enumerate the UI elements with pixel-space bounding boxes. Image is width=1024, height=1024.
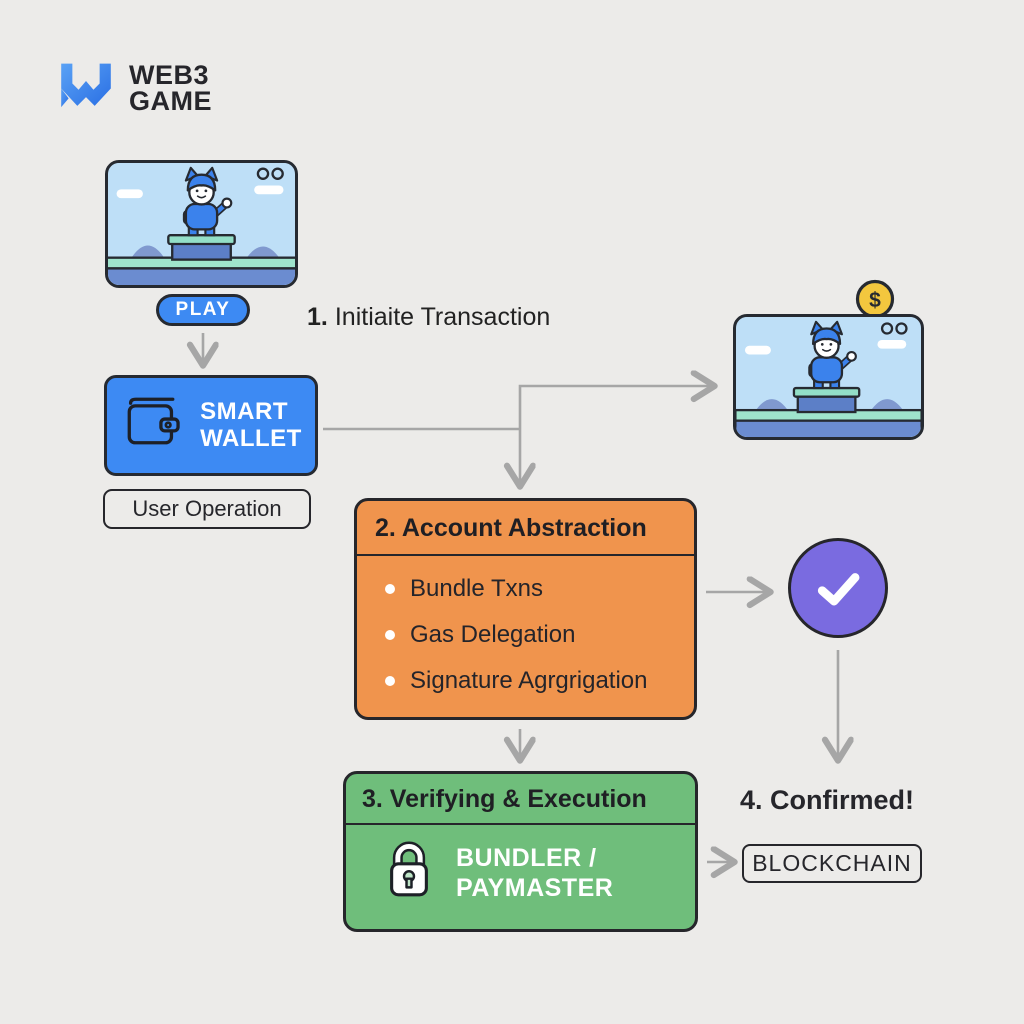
cloud-right <box>254 185 284 195</box>
window-dot-2 <box>895 322 908 335</box>
wallet-label: SMART WALLET <box>200 397 302 453</box>
svg-text:$: $ <box>869 289 881 312</box>
step2-title: 2. Account Abstraction <box>357 501 694 556</box>
bullet-label: Bundle Txns <box>410 575 543 602</box>
account-abstraction-box: 2. Account Abstraction Bundle Txns Gas D… <box>354 498 697 720</box>
list-item: Bundle Txns <box>385 566 676 612</box>
wallet-line2: WALLET <box>200 424 302 452</box>
step3-line2: PAYMASTER <box>456 873 614 902</box>
coin-icon: $ <box>855 279 895 319</box>
hill-right <box>869 399 905 413</box>
bundler-paymaster-label: BUNDLER / PAYMASTER <box>456 843 613 903</box>
step1-number: 1. <box>307 303 328 331</box>
user-operation-tag: User Operation <box>103 489 311 529</box>
window-dot-2 <box>271 167 284 180</box>
lock-icon <box>384 839 434 906</box>
step2-bullet-list: Bundle Txns Gas Delegation Signature Agr… <box>357 556 694 704</box>
step4-label: 4. Confirmed! <box>740 785 915 815</box>
step3-line1: BUNDLER / <box>456 843 597 872</box>
hill-right <box>245 246 281 260</box>
bullet-label: Gas Delegation <box>410 621 576 648</box>
list-item: Gas Delegation <box>385 612 676 658</box>
game-window-result <box>733 314 924 440</box>
cloud-left <box>116 189 143 199</box>
play-badge: PLAY <box>156 294 250 326</box>
step1-text: Initiaite Transaction <box>334 303 551 331</box>
window-dot-1 <box>256 167 270 180</box>
cloud-left <box>744 345 771 355</box>
step3-content: BUNDLER / PAYMASTER <box>346 825 695 906</box>
game-window-start <box>105 160 298 288</box>
play-label: PLAY <box>175 299 231 320</box>
cloud-right <box>877 340 907 349</box>
bullet-label: Signature Agrgrigation <box>410 667 648 694</box>
smart-wallet-box: SMART WALLET <box>104 375 318 476</box>
success-check-badge <box>788 538 888 638</box>
arrow-wallet-to-game <box>518 386 712 429</box>
blockchain-label: BLOCKCHAIN <box>752 850 912 876</box>
bullet-dot <box>385 630 395 640</box>
game-scene-illustration <box>108 163 295 285</box>
brand-name: WEB3 GAME <box>129 59 212 116</box>
brand-logo: WEB3 GAME <box>55 55 212 122</box>
brand-line1: WEB3 <box>129 59 210 90</box>
character-illustration <box>808 320 857 390</box>
game-scene-illustration <box>736 317 921 437</box>
blockchain-tag: BLOCKCHAIN <box>742 844 922 883</box>
window-dot-1 <box>880 322 894 335</box>
web3game-logo-icon <box>55 55 117 122</box>
bullet-dot <box>385 676 395 686</box>
list-item: Signature Agrgrigation <box>385 658 676 704</box>
hill-left <box>754 399 790 413</box>
character-illustration <box>182 166 233 237</box>
brand-line2: GAME <box>129 85 212 116</box>
wallet-line1: SMART <box>200 397 288 425</box>
user-operation-label: User Operation <box>132 496 282 521</box>
checkmark-icon <box>817 573 860 606</box>
step1-label: 1.Initiaite Transaction <box>307 303 550 332</box>
wallet-icon <box>120 394 186 457</box>
bullet-dot <box>385 584 395 594</box>
verifying-execution-box: 3. Verifying & Execution BUNDLER / PAYMA… <box>343 771 698 932</box>
step3-title: 3. Verifying & Execution <box>346 774 695 825</box>
hill-left <box>130 245 166 260</box>
